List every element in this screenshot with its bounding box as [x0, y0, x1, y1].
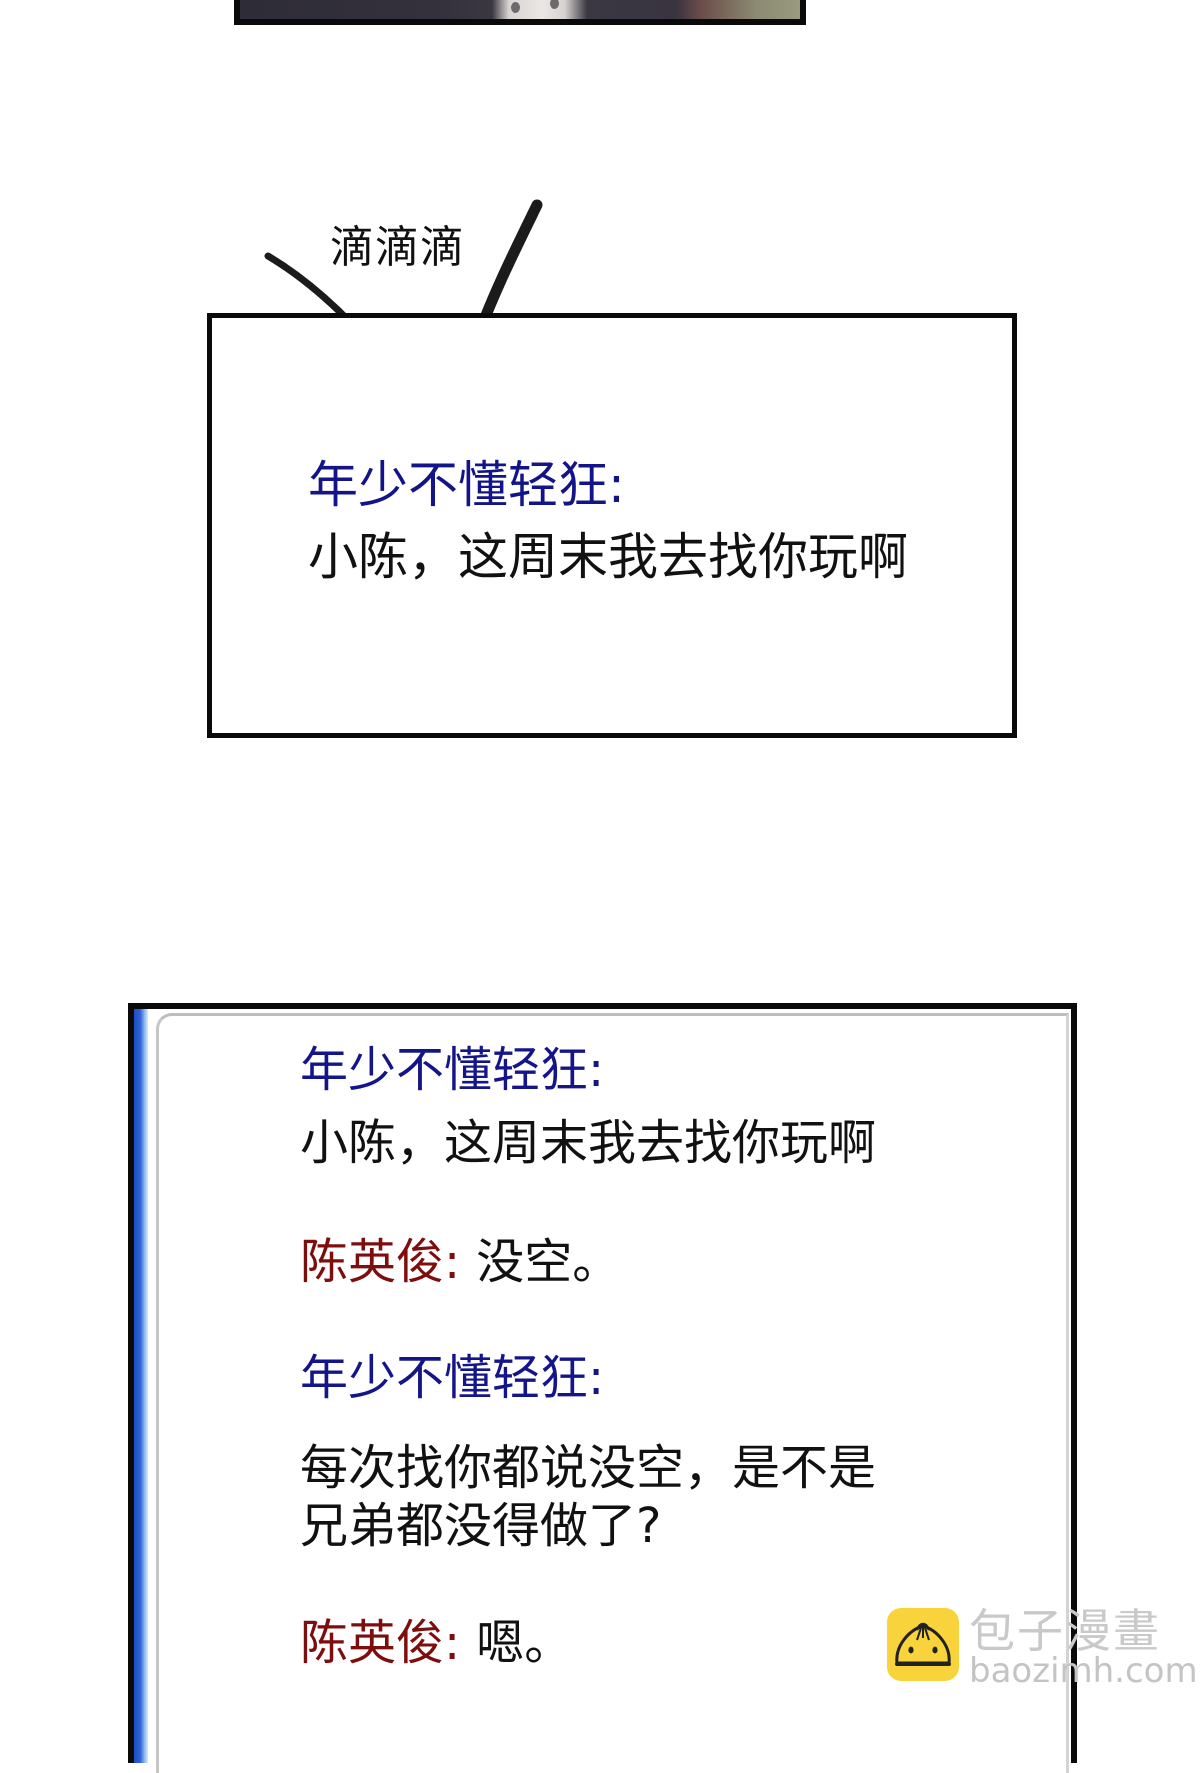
baozi-bun-svg	[895, 1622, 951, 1666]
chat-message: 陈英俊:没空。	[300, 1238, 620, 1286]
chat-sender: 陈英俊:	[300, 1234, 461, 1290]
chat-message: 每次找你都说没空，是不是	[300, 1444, 876, 1492]
chat-message: 陈英俊:嗯。	[300, 1619, 572, 1667]
shirt-button-icon	[511, 2, 520, 13]
chat-body: 嗯。	[476, 1615, 573, 1671]
chat-message: 兄弟都没得做了?	[300, 1502, 661, 1550]
chat-sender: 年少不懂轻狂:	[300, 1350, 605, 1406]
notification-sender: 年少不懂轻狂:	[308, 456, 625, 514]
chat-history-area[interactable]: 年少不懂轻狂: 小陈，这周末我去找你玩啊 陈英俊:没空。 年少不懂轻狂: 每次找…	[156, 1013, 1069, 1773]
chat-body: 小陈，这周末我去找你玩啊	[300, 1115, 877, 1171]
notification-popup[interactable]: 年少不懂轻狂: 小陈，这周末我去找你玩啊	[207, 313, 1017, 738]
sfx-text: 滴滴滴	[330, 222, 465, 273]
brand-name: 包子漫畫	[969, 1604, 1161, 1658]
chat-body: 没空。	[476, 1234, 621, 1290]
baozi-bun-icon	[887, 1608, 959, 1681]
comic-panel-top	[234, 0, 806, 25]
window-frame-edge	[134, 1009, 148, 1763]
chat-message: 小陈，这周末我去找你玩啊	[300, 1119, 876, 1167]
chat-body: 兄弟都没得做了?	[300, 1498, 662, 1554]
chat-body: 每次找你都说没空，是不是	[300, 1440, 877, 1496]
brand-url: baozimh.com	[969, 1651, 1198, 1691]
shirt-button-icon	[550, 0, 559, 9]
chat-sender: 陈英俊:	[300, 1615, 461, 1671]
site-watermark: 包子漫畫 baozimh.com	[887, 1604, 1198, 1698]
notification-message: 小陈，这周末我去找你玩啊	[308, 528, 908, 586]
chat-message: 年少不懂轻狂:	[300, 1354, 604, 1402]
chat-sender: 年少不懂轻狂:	[300, 1042, 605, 1098]
chat-message: 年少不懂轻狂:	[300, 1046, 604, 1094]
chat-window: 年少不懂轻狂: 小陈，这周末我去找你玩啊 陈英俊:没空。 年少不懂轻狂: 每次找…	[128, 1003, 1077, 1773]
